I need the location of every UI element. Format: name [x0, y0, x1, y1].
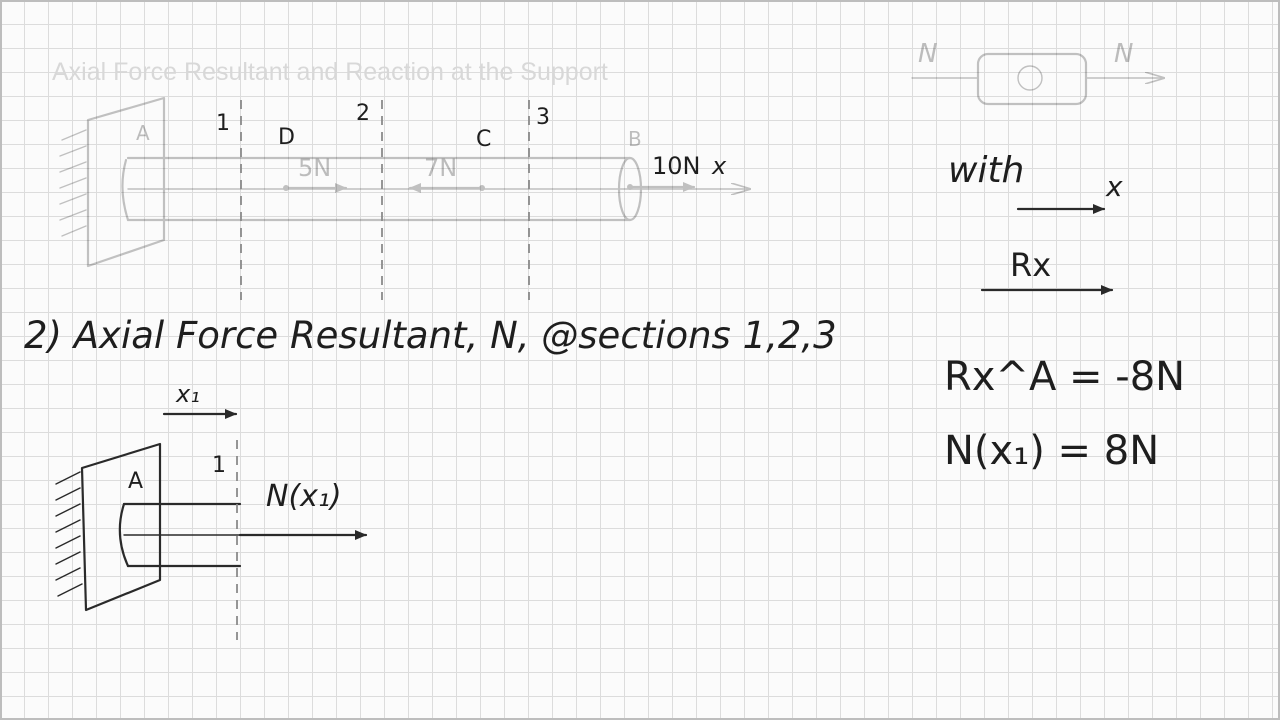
cut-bar-outline	[122, 502, 242, 568]
reaction-equation: Rx^A = -8N	[944, 354, 1185, 400]
section-label-3: 3	[536, 105, 550, 130]
cut-bar-end	[118, 502, 130, 568]
point-label-b: B	[628, 127, 642, 151]
x1-coordinate-label: x₁	[175, 380, 200, 408]
axis-label-x: x	[711, 152, 727, 180]
axial-force-equation: N(x₁) = 8N	[944, 428, 1159, 474]
section-heading: 2) Axial Force Resultant, N, @sections 1…	[24, 314, 837, 357]
support-hatching	[55, 471, 83, 597]
page-title: Axial Force Resultant and Reaction at th…	[52, 58, 608, 86]
point-label-d: D	[278, 125, 295, 150]
force-label-d: 5N	[298, 154, 331, 182]
corner-sketch	[911, 52, 1164, 106]
x-direction-label: x	[1105, 170, 1123, 203]
section-label-2: 2	[356, 101, 370, 126]
wall-hatching	[59, 129, 87, 237]
point-label-c: C	[476, 127, 491, 152]
support-wall	[80, 442, 162, 612]
corner-left-label: N	[918, 39, 937, 69]
corner-right-label: N	[1114, 39, 1133, 69]
bar-diagram	[59, 96, 750, 268]
cut-section-label: 1	[212, 453, 226, 478]
bar-end	[617, 156, 643, 222]
wall-support	[86, 96, 166, 268]
point-d	[283, 185, 289, 191]
with-label: with	[948, 150, 1024, 191]
point-b	[627, 184, 633, 190]
force-label-c: 7N	[424, 154, 457, 182]
bar-outline	[126, 156, 632, 222]
point-label-a: A	[136, 121, 150, 145]
force-label-b: 10N	[652, 152, 701, 180]
section-label-1: 1	[216, 111, 230, 136]
axial-force-label: N(x₁)	[266, 479, 342, 514]
point-c	[479, 185, 485, 191]
reaction-label: Rx	[1010, 246, 1051, 284]
support-label-a: A	[128, 469, 143, 494]
bar-start	[121, 158, 130, 222]
